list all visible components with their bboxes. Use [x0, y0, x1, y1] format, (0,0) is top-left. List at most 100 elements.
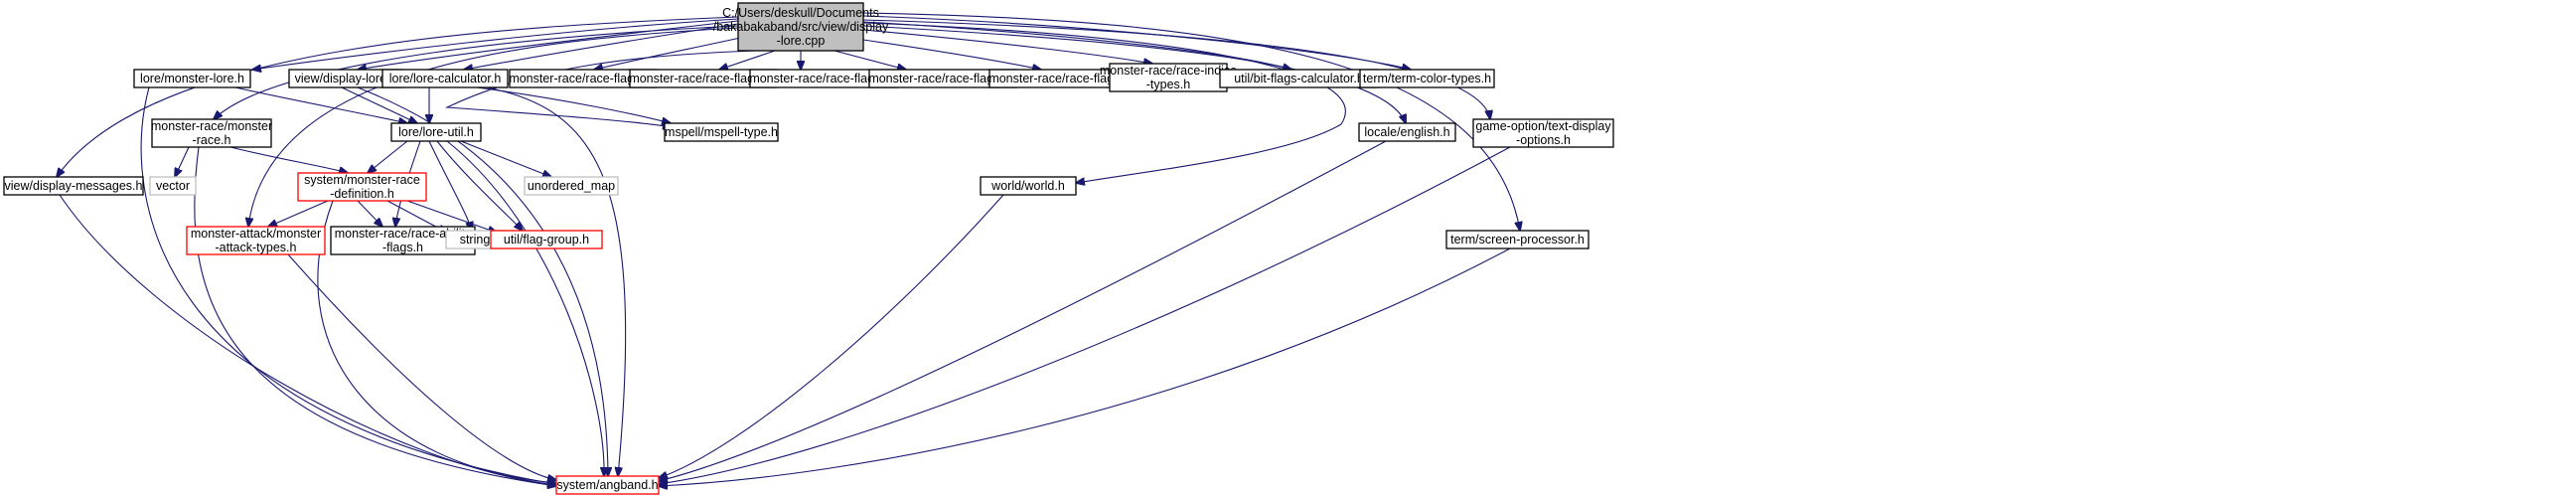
edge-root-to-lore-lore-calculator	[464, 23, 739, 70]
edge-root-to-race-flags1	[594, 36, 746, 70]
node-lore-monster-lore[interactable]: lore/monster-lore.h	[133, 69, 251, 88]
node-monster-attack-types[interactable]: monster-attack/monster-attack-types.h	[186, 226, 326, 255]
edge-locale-english-to-angband	[659, 140, 1387, 481]
node-label: -attack-types.h	[216, 241, 297, 254]
node-race-flags1[interactable]: monster-race/race-flags1.h	[509, 69, 658, 88]
node-bit-flags-calculator[interactable]: util/bit-flags-calculator.h	[1219, 69, 1379, 88]
node-locale-english[interactable]: locale/english.h	[1358, 122, 1456, 142]
node-box	[1445, 230, 1590, 249]
node-label: string	[460, 233, 491, 247]
node-race-indice-types[interactable]: monster-race/race-indice-types.h	[1100, 63, 1237, 92]
edge-lore-monster-lore-to-angband	[140, 86, 556, 484]
node-label: term/screen-processor.h	[1450, 233, 1585, 247]
node-mspell-type[interactable]: mspell/mspell-type.h	[664, 122, 779, 142]
edge-root-to-monster-race	[214, 25, 739, 119]
node-box	[186, 226, 326, 255]
node-monster-race[interactable]: monster-race/monster-race.h	[151, 118, 272, 148]
edge-monster-race-to-monster-race-definition	[229, 146, 348, 173]
node-label: game-option/text-display	[1475, 119, 1611, 133]
node-term-color-types[interactable]: term/term-color-types.h	[1359, 69, 1495, 88]
node-label: util/bit-flags-calculator.h	[1234, 72, 1364, 85]
node-label: unordered_map	[528, 179, 615, 193]
node-label: util/flag-group.h	[504, 233, 589, 247]
edge-lore-util-to-angband	[446, 140, 604, 476]
node-monster-race-definition[interactable]: system/monster-race-definition.h	[297, 172, 427, 202]
node-label: lore/lore-calculator.h	[389, 72, 502, 85]
node-label: -definition.h	[330, 187, 394, 201]
node-label: /bakabakaband/src/view/display	[713, 20, 889, 34]
edge-world-to-angband	[659, 194, 1004, 478]
edge-root-to-race-flags2	[719, 50, 776, 70]
node-label: lore/monster-lore.h	[140, 72, 244, 85]
node-label: vector	[156, 179, 190, 193]
node-box	[1359, 69, 1495, 88]
edge-root-to-locale-english	[862, 25, 1406, 123]
node-box	[390, 122, 482, 142]
node-box	[980, 176, 1077, 196]
node-box	[1472, 118, 1614, 148]
edge-root-to-screen-processor	[862, 12, 1520, 231]
node-race-flags8[interactable]: monster-race/race-flags8.h	[988, 69, 1137, 88]
node-text-display-options[interactable]: game-option/text-display-options.h	[1472, 118, 1614, 148]
node-string[interactable]: string	[445, 230, 505, 249]
edge-lore-util-to-unordered-map	[460, 140, 551, 177]
edge-root-to-race-indice-types	[862, 29, 1152, 64]
node-root[interactable]: C:/Users/deskull/Documents/bakabakaband/…	[713, 2, 889, 52]
node-label: -flags.h	[382, 241, 423, 254]
node-screen-processor[interactable]: term/screen-processor.h	[1445, 230, 1590, 249]
node-label: -race.h	[193, 133, 231, 147]
node-label: monster-race/race-flags1.h	[509, 72, 657, 85]
edge-lore-util-to-monster-race-definition	[368, 140, 408, 173]
edge-monster-race-to-angband	[194, 146, 556, 486]
edge-monster-race-definition-to-angband	[317, 200, 556, 483]
edge-monster-race-definition-to-race-ability-flags	[357, 200, 382, 227]
node-label: monster-attack/monster	[191, 227, 321, 241]
node-flag-group[interactable]: util/flag-group.h	[490, 230, 603, 249]
node-label: world/world.h	[990, 179, 1065, 193]
edge-display-messages-to-angband	[59, 194, 556, 485]
edge-lore-util-to-flag-group	[436, 140, 523, 231]
edge-root-to-display-messages	[57, 16, 739, 177]
node-angband[interactable]: system/angband.h	[555, 475, 660, 495]
edge-text-display-options-to-angband	[659, 146, 1511, 484]
node-lore-util[interactable]: lore/lore-util.h	[390, 122, 482, 142]
node-unordered-map[interactable]: unordered_map	[524, 176, 619, 196]
node-label: monster-race/monster	[151, 119, 272, 133]
node-box	[664, 122, 779, 142]
node-label: C:/Users/deskull/Documents	[722, 6, 879, 20]
node-label: system/monster-race	[304, 173, 420, 187]
node-box	[555, 475, 660, 495]
node-box	[524, 176, 619, 196]
edge-view-display-lore-to-angband	[357, 86, 608, 476]
edge-lore-util-to-string	[428, 140, 472, 231]
node-box	[1358, 122, 1456, 142]
node-vector[interactable]: vector	[149, 176, 197, 196]
node-box	[381, 69, 509, 88]
node-world[interactable]: world/world.h	[980, 176, 1077, 196]
edge-view-display-lore-to-lore-util	[341, 86, 417, 123]
edge-root-to-lore-monster-lore	[252, 18, 739, 70]
node-box	[1109, 63, 1228, 92]
node-label: lore/lore-util.h	[398, 125, 474, 139]
node-label: locale/english.h	[1364, 125, 1449, 139]
node-box	[3, 176, 144, 196]
edge-root-to-world	[862, 22, 1346, 183]
node-view-display-lore[interactable]: view/display-lore.h	[288, 69, 403, 88]
node-label: -types.h	[1146, 78, 1191, 91]
edge-root-to-text-display-options	[862, 19, 1490, 119]
node-race-flags3[interactable]: monster-race/race-flags3.h	[749, 69, 898, 88]
node-box	[490, 230, 603, 249]
node-label: view/display-lore.h	[295, 72, 397, 85]
node-label: monster-race/race-indice	[1100, 64, 1237, 78]
edge-root-to-race-flags8	[862, 39, 1041, 70]
node-lore-lore-calculator[interactable]: lore/lore-calculator.h	[381, 69, 509, 88]
edge-monster-race-definition-to-flag-group	[406, 200, 497, 233]
edge-lore-monster-lore-to-lore-util	[234, 86, 407, 123]
edge-root-to-mspell-type	[444, 50, 756, 127]
edge-lore-lore-calculator-to-mspell-type	[476, 86, 671, 123]
node-box	[737, 2, 864, 52]
node-label: -options.h	[1516, 133, 1571, 147]
node-box	[297, 172, 427, 202]
node-display-messages[interactable]: view/display-messages.h	[3, 176, 144, 196]
